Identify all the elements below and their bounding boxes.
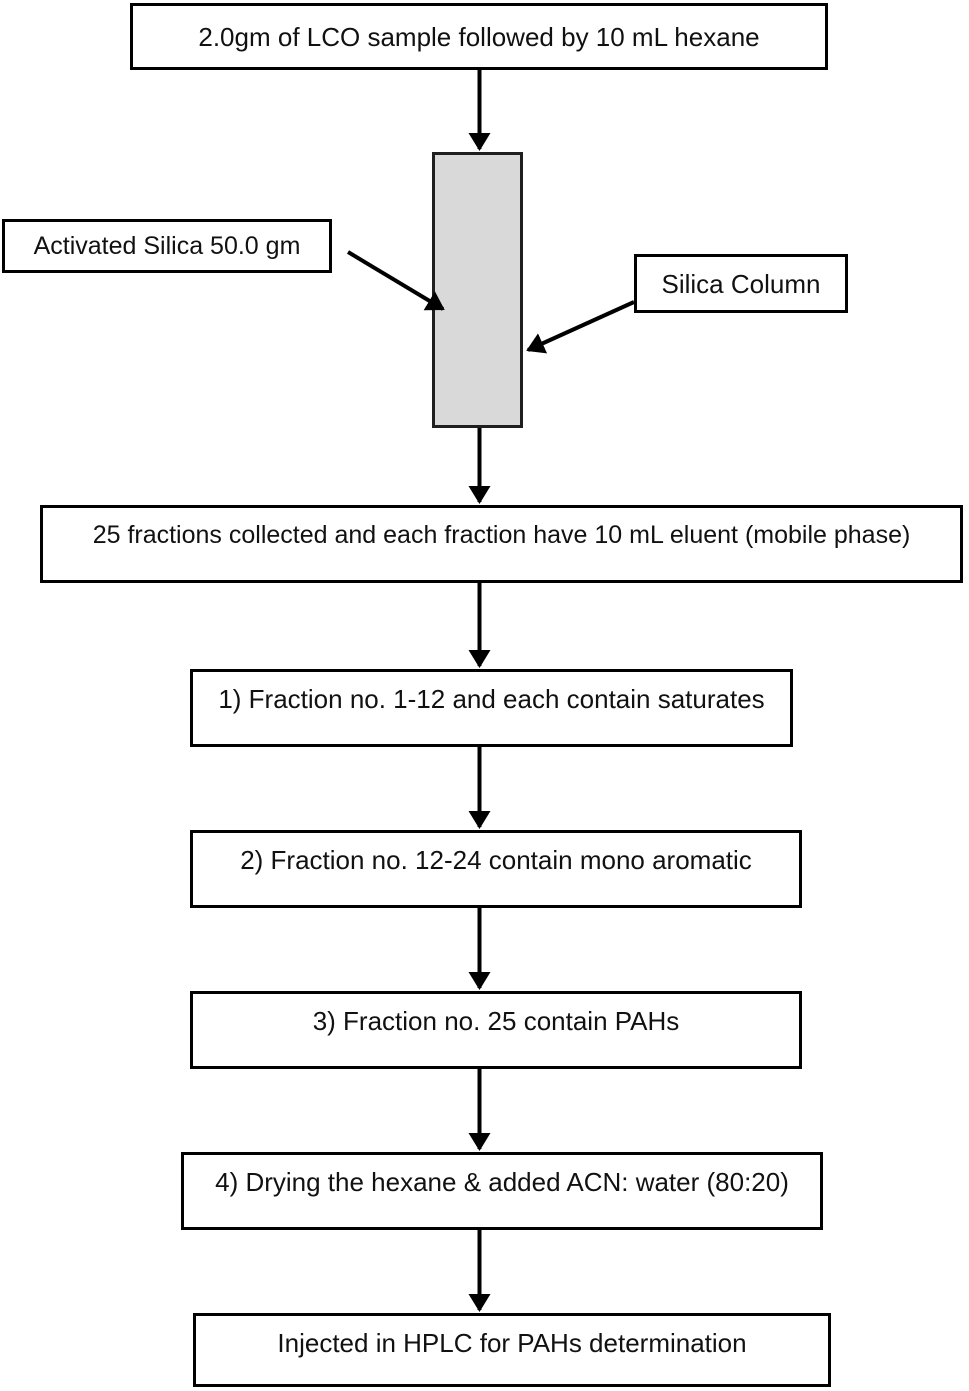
node-hplc-injection-label: Injected in HPLC for PAHs determination — [277, 1328, 747, 1358]
node-sample-input-label: 2.0gm of LCO sample followed by 10 mL he… — [198, 21, 760, 52]
arrow-activated-silica-to-column — [346, 250, 445, 311]
node-step-1-saturates: 1) Fraction no. 1-12 and each contain sa… — [190, 669, 793, 747]
node-step-3-label: 3) Fraction no. 25 contain PAHs — [312, 1006, 680, 1036]
node-step-1-label: 1) Fraction no. 1-12 and each contain sa… — [218, 684, 765, 714]
node-fractions-collected-label: 25 fractions collected and each fraction… — [92, 521, 911, 549]
node-step-2-label: 2) Fraction no. 12-24 contain mono aroma… — [240, 845, 752, 875]
node-step-2-mono-aromatic: 2) Fraction no. 12-24 contain mono aroma… — [190, 830, 802, 908]
node-sample-input: 2.0gm of LCO sample followed by 10 mL he… — [130, 3, 828, 70]
node-step-4-drying: 4) Drying the hexane & added ACN: water … — [181, 1152, 823, 1230]
arrow-silica-callout-to-column — [526, 300, 635, 354]
node-activated-silica-label: Activated Silica 50.0 gm — [33, 232, 301, 260]
node-activated-silica: Activated Silica 50.0 gm — [2, 219, 332, 273]
node-hplc-injection: Injected in HPLC for PAHs determination — [193, 1313, 831, 1387]
silica-column-shape — [432, 152, 523, 428]
node-fractions-collected: 25 fractions collected and each fraction… — [40, 505, 963, 583]
node-silica-column-callout: Silica Column — [634, 254, 848, 313]
node-step-3-pahs: 3) Fraction no. 25 contain PAHs — [190, 991, 802, 1069]
node-step-4-label: 4) Drying the hexane & added ACN: water … — [215, 1167, 789, 1197]
node-silica-column-callout-label: Silica Column — [661, 268, 821, 299]
